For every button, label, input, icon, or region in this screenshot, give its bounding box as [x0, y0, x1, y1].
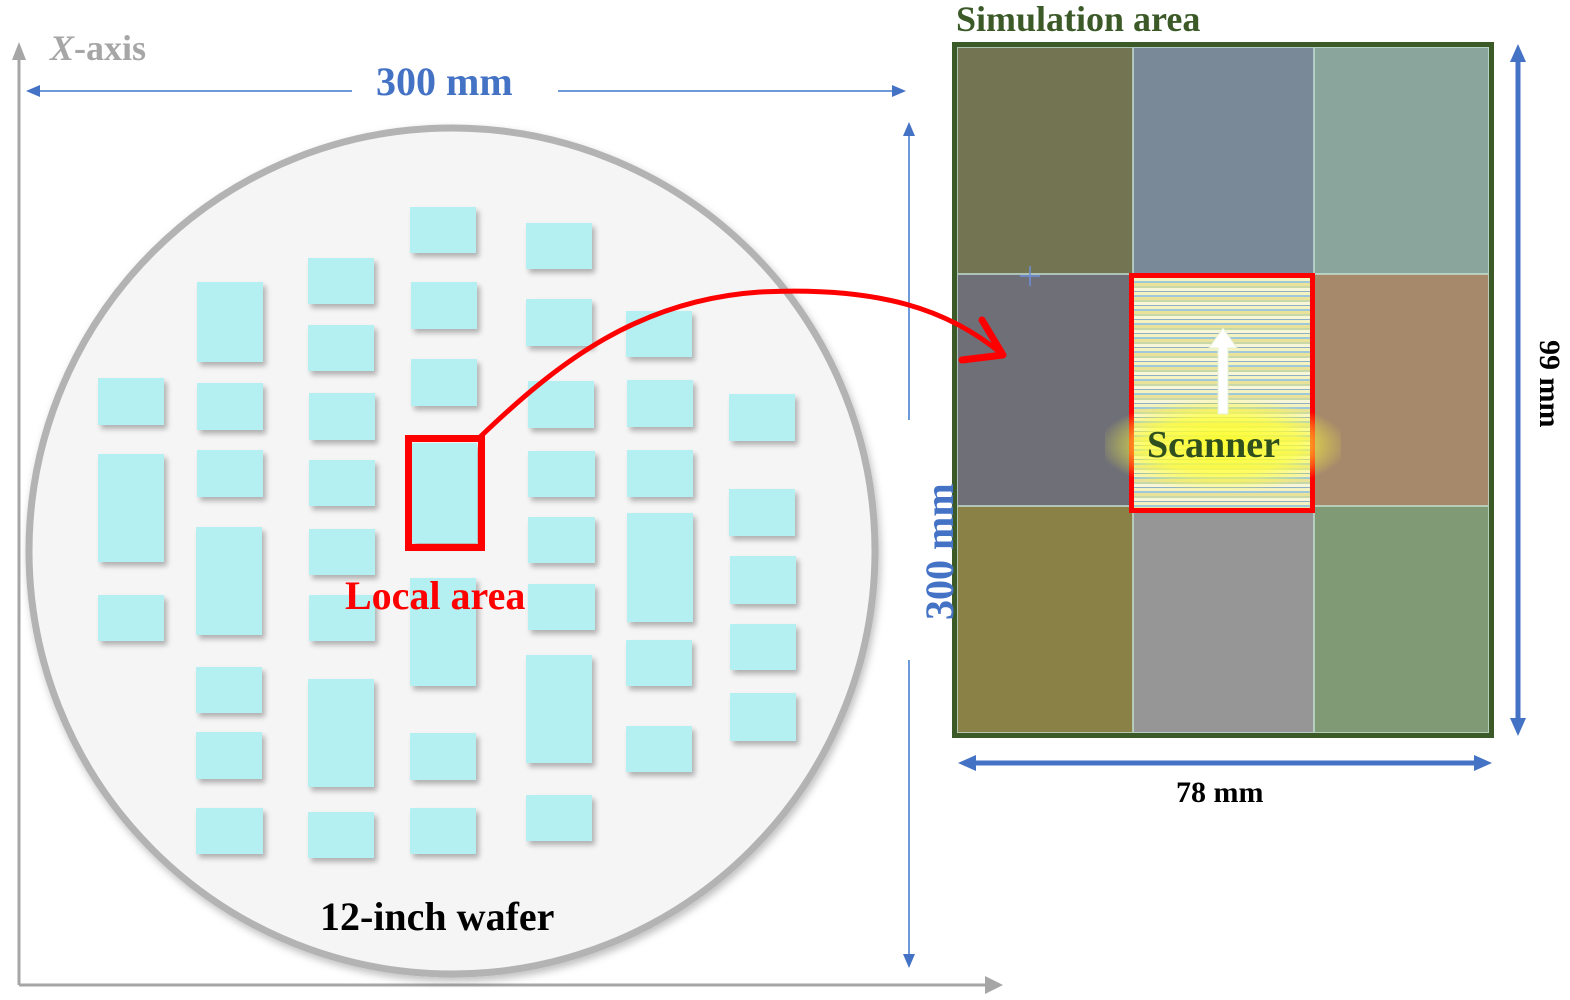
crosshair-icon [1020, 266, 1040, 286]
wafer-die [528, 381, 594, 428]
scanner-glow [1105, 400, 1341, 490]
wafer-die [308, 812, 374, 858]
simulation-cell [1314, 274, 1489, 506]
simulation-cell [1314, 506, 1489, 733]
wafer-die [196, 808, 263, 854]
x-axis-label: X-axis [50, 27, 146, 69]
wafer-die [526, 223, 592, 269]
wafer-die [410, 578, 476, 686]
scan-direction-arrow-icon [1208, 327, 1238, 415]
wafer-die [308, 325, 374, 371]
wafer-height-label: 300 mm [917, 483, 962, 620]
scanner-label: Scanner [1147, 424, 1280, 466]
wafer-die [627, 513, 693, 622]
wafer-die [410, 207, 476, 253]
sim-height-arrow [1510, 44, 1526, 736]
width-dimension-arrow [26, 85, 906, 97]
wafer-die [196, 667, 262, 713]
wafer-die [309, 460, 375, 506]
simulation-cell [957, 47, 1133, 274]
simulation-height-label: 99 mm [1533, 340, 1566, 428]
wafer-die [98, 595, 164, 641]
wafer-die [626, 311, 692, 357]
wafer-die [411, 443, 477, 543]
wafer-die [626, 640, 692, 686]
wafer-die [309, 529, 375, 575]
wafer-die [528, 451, 595, 497]
wafer-die [627, 450, 693, 497]
height-dimension-arrow [903, 122, 915, 968]
sim-width-arrow [958, 755, 1492, 771]
wafer-die [98, 378, 164, 425]
wafer-die [730, 556, 796, 604]
simulation-cell [1314, 47, 1489, 274]
simulation-area-title: Simulation area [956, 0, 1201, 39]
wafer-label: 12-inch wafer [320, 894, 555, 939]
wafer-die [411, 359, 477, 406]
x-axis-label-var: X [50, 28, 75, 68]
wafer-die [308, 258, 374, 304]
simulation-cell [1133, 47, 1314, 274]
wafer-die [528, 584, 595, 630]
simulation-cell [957, 506, 1133, 733]
axis-lines [12, 42, 1003, 994]
wafer-die [308, 679, 374, 787]
wafer-die [410, 733, 476, 780]
wafer-die [730, 624, 796, 670]
wafer-die [196, 732, 262, 779]
wafer-die [197, 383, 263, 430]
wafer-die [411, 282, 477, 329]
wafer-die [526, 795, 592, 841]
wafer-width-label: 300 mm [376, 59, 513, 104]
wafer-die [729, 394, 795, 441]
wafer-die [526, 655, 592, 763]
wafer-die [626, 726, 692, 772]
local-area-highlight[interactable] [405, 435, 485, 551]
wafer-die [730, 693, 796, 741]
wafer-die [98, 454, 164, 562]
wafer-die [528, 517, 595, 563]
x-axis-label-suffix: -axis [74, 28, 147, 68]
simulation-width-label: 78 mm [1176, 776, 1264, 809]
wafer-die [627, 380, 693, 427]
wafer-die [526, 299, 592, 346]
simulation-cell [1133, 506, 1314, 733]
wafer-die [410, 808, 476, 854]
wafer-die [197, 282, 263, 362]
wafer-die [197, 450, 263, 497]
wafer-die [309, 595, 375, 641]
wafer-die [729, 489, 795, 536]
wafer-die [309, 393, 375, 440]
local-area-label: Local area [345, 573, 526, 618]
wafer-die [196, 527, 262, 635]
